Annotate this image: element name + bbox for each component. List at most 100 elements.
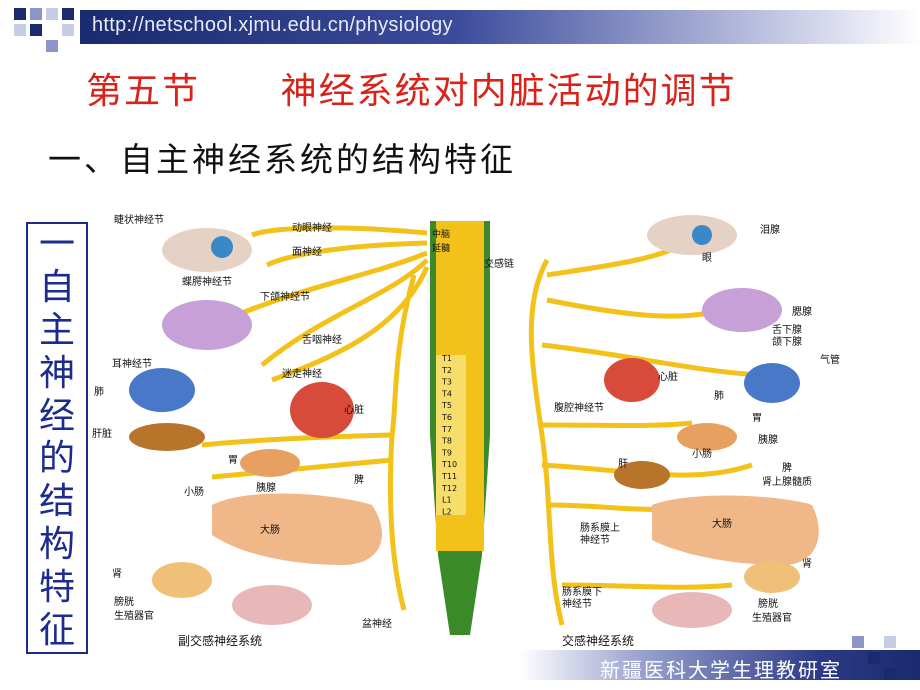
decor-square	[62, 24, 74, 36]
label-liver-right: 肝	[618, 458, 628, 470]
label-eye-right: 眼	[702, 252, 712, 264]
label-rectum-right: 肾	[802, 558, 812, 570]
label-lacrimal-gland: 泪腺	[760, 223, 780, 236]
label-pancreas-right: 胰腺	[758, 433, 778, 446]
spinal-segment-label: T8	[441, 437, 452, 446]
vertical-char: 的	[38, 438, 75, 480]
label-ciliary-ganglion: 睫状神经节	[114, 213, 164, 226]
vertical-char: 一	[38, 224, 75, 266]
spinal-segment-label: T11	[441, 472, 457, 481]
vertical-char: 主	[38, 309, 75, 351]
label-stomach-right: 胃	[752, 412, 762, 424]
spinal-segment-label: T7	[441, 425, 452, 434]
label-small-intestine-right: 小肠	[692, 448, 712, 460]
label-submandibular: 颌下腺	[772, 335, 802, 348]
liver-right-icon	[614, 461, 670, 489]
spinal-segment-label: T12	[441, 484, 457, 493]
label-medulla: 延髓	[432, 242, 450, 254]
decor-square	[46, 8, 58, 20]
vertical-char: 征	[38, 609, 75, 651]
label-small-intestine-left: 小肠	[184, 486, 204, 498]
header-url: http://netschool.xjmu.edu.cn/physiology	[92, 14, 453, 36]
label-superior-mesenteric-ganglion-line2: 神经节	[580, 533, 610, 546]
label-parasympathetic-system: 副交感神经系统	[178, 633, 262, 648]
left-organs	[129, 228, 382, 625]
iris-right-icon	[692, 225, 712, 245]
label-midbrain: 中脑	[432, 228, 450, 240]
label-celiac-ganglion: 腹腔神经节	[554, 401, 604, 414]
vertical-char: 特	[38, 566, 75, 608]
autonomic-nervous-system-diagram: 睫状神经节 动眼神经 面神经 蝶腭神经节 下颌神经节 舌咽神经 耳神经节 迷走神…	[92, 213, 840, 648]
spinal-segment-label: T4	[441, 389, 452, 398]
label-inferior-mesenteric-ganglion-line2: 神经节	[562, 597, 592, 610]
right-organs	[604, 215, 819, 628]
spinal-segment-label: T1	[441, 354, 452, 363]
spinal-segment-label: L1	[442, 496, 452, 505]
label-sympathetic-system: 交感神经系统	[562, 633, 634, 648]
liver-left-icon	[129, 423, 205, 451]
footer-institution: 新疆医科大学生理教研室	[600, 658, 842, 682]
parasympathetic-nerves	[201, 225, 430, 611]
decor-square	[852, 636, 864, 648]
label-submandibular-ganglion: 下颌神经节	[260, 290, 310, 303]
intestine-right-icon	[652, 495, 819, 565]
vertical-label-box: 一 自 主 神 经 的 结 构 特 征	[26, 222, 88, 654]
vertical-char: 构	[38, 523, 75, 565]
vertical-char: 自	[38, 267, 75, 309]
label-spleen-left: 脾	[354, 473, 364, 486]
spinal-segment-label: L2	[442, 507, 452, 516]
label-large-intestine-left: 大肠	[260, 523, 280, 536]
label-large-intestine-right: 大肠	[712, 517, 732, 530]
vertical-char: 经	[38, 395, 75, 437]
decor-square	[30, 24, 42, 36]
spinal-segment-label: T3	[441, 378, 452, 387]
vertical-char: 结	[38, 481, 75, 523]
label-vagus-nerve: 迷走神经	[282, 367, 322, 380]
label-glossopharyngeal-nerve: 舌咽神经	[302, 333, 342, 346]
footer-bar	[520, 650, 920, 680]
label-otic-ganglion: 耳神经节	[112, 357, 152, 370]
salivary-gland-left-icon	[162, 300, 252, 350]
label-pancreas-left: 胰腺	[256, 481, 276, 494]
label-heart-right: 心脏	[658, 370, 678, 383]
spinal-segment-label: T10	[441, 460, 457, 469]
decor-square	[62, 8, 74, 20]
label-trachea: 气管	[820, 353, 840, 366]
label-parotid: 腮腺	[792, 305, 812, 318]
label-bladder-left: 膀胱	[114, 595, 134, 608]
decor-square	[868, 652, 880, 664]
slide-title: 第五节 神经系统对内脏活动的调节	[86, 71, 737, 112]
header-bar	[80, 10, 920, 44]
label-sublingual: 舌下腺	[772, 323, 802, 336]
bladder-left-icon	[232, 585, 312, 625]
spinal-segment-label: T5	[441, 401, 452, 410]
label-pterygopalatine-ganglion: 蝶腭神经节	[182, 275, 232, 288]
decor-square	[46, 40, 58, 52]
label-lung-left: 肺	[94, 386, 104, 398]
label-heart-left: 心脏	[344, 403, 364, 416]
label-lung-right: 肺	[714, 390, 724, 402]
label-genitals-left: 生殖器官	[114, 609, 154, 622]
label-stomach-left: 胃	[228, 454, 238, 466]
heart-left-icon	[290, 382, 354, 438]
label-oculomotor-nerve: 动眼神经	[292, 221, 332, 234]
label-rectum-left: 肾	[112, 568, 122, 580]
label-adrenal-medulla: 肾上腺髓质	[762, 475, 812, 488]
label-facial-nerve: 面神经	[292, 245, 322, 258]
eye-left-icon	[162, 228, 252, 272]
intestine-left-icon	[212, 493, 382, 565]
spinal-segment-label: T9	[441, 448, 452, 457]
vertical-char: 神	[38, 352, 75, 394]
lung-left-icon	[129, 368, 195, 412]
heart-right-icon	[604, 358, 660, 402]
stomach-left-icon	[240, 449, 300, 477]
decor-square	[14, 24, 26, 36]
slide-subtitle: 一、自主神经系统的结构特征	[48, 140, 516, 179]
label-liver-left: 肝脏	[92, 427, 112, 440]
bladder-right-icon	[652, 592, 732, 628]
rectum-right-icon	[744, 561, 800, 593]
label-sympathetic-chain: 交感链	[484, 257, 514, 270]
spinal-segment-label: T6	[441, 413, 452, 422]
label-pelvic-nerve: 盆神经	[362, 617, 392, 630]
